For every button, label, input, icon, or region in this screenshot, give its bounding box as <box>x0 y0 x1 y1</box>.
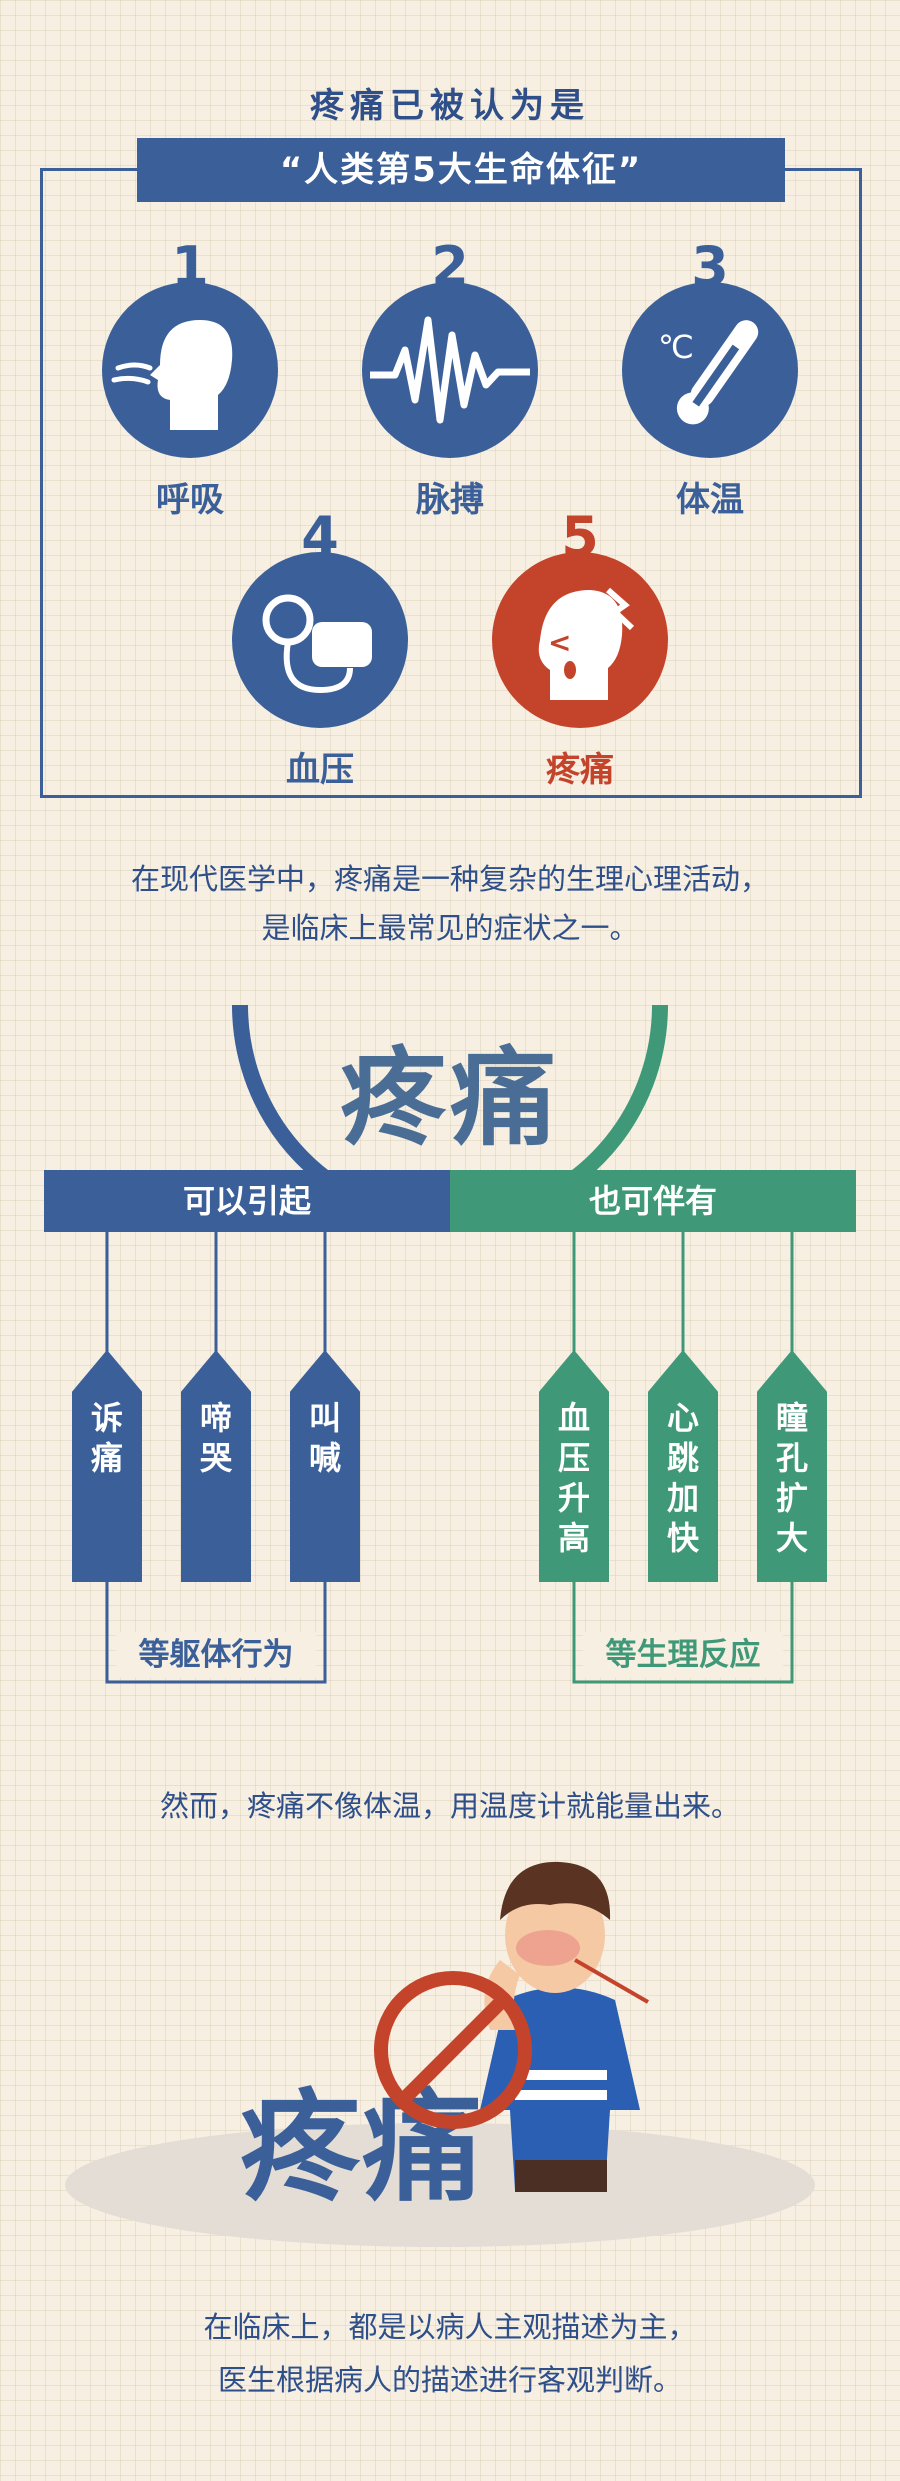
tag-text: 叫喊 <box>308 1399 341 1477</box>
vital-label: 血压 <box>286 750 354 790</box>
intro-line-2: 是临床上最常见的症状之一。 <box>261 911 639 945</box>
svg-text:℃: ℃ <box>658 328 694 366</box>
pulse-wave-icon <box>362 282 538 458</box>
vital-temperature: 3 ℃ 体温 <box>610 240 810 521</box>
vital-pain: 5 < 疼痛 <box>480 510 680 791</box>
tag-heart-rate: 心跳加快 <box>648 1350 718 1582</box>
vital-label: 脉搏 <box>416 480 484 520</box>
right-footer: 等生理反应 <box>583 1632 783 1678</box>
vital-breathing: 1 呼吸 <box>90 240 290 521</box>
tag-pupil-dilation: 瞳孔扩大 <box>757 1350 827 1582</box>
svg-text:<: < <box>548 626 571 659</box>
tag-bp-rise: 血压升高 <box>539 1350 609 1582</box>
vital-label: 体温 <box>676 480 744 520</box>
tag-shouting: 叫喊 <box>290 1350 360 1582</box>
thermometer-line: 然而，疼痛不像体温，用温度计就能量出来。 <box>159 1789 740 1823</box>
tag-crying: 啼哭 <box>181 1350 251 1582</box>
tag-text: 心跳加快 <box>666 1399 699 1557</box>
vital-pulse: 2 脉搏 <box>350 240 550 521</box>
vital-label: 疼痛 <box>546 750 614 790</box>
tag-text: 诉痛 <box>90 1399 123 1477</box>
clinic-line-2: 医生根据病人的描述进行客观判断。 <box>217 2363 682 2397</box>
vitals-banner: “人类第5大生命体征” <box>137 138 785 202</box>
intro-line-1: 在现代医学中，疼痛是一种复杂的生理心理活动， <box>130 862 769 896</box>
tag-complain-pain: 诉痛 <box>72 1350 142 1582</box>
tag-text: 血压升高 <box>557 1399 590 1557</box>
breathing-head-icon <box>102 282 278 458</box>
bottom-pain-word: 疼痛 <box>240 2079 484 2218</box>
right-header: 也可伴有 <box>450 1170 856 1232</box>
left-footer: 等躯体行为 <box>116 1632 316 1678</box>
tag-text: 瞳孔扩大 <box>775 1399 808 1557</box>
tag-text: 啼哭 <box>199 1399 232 1477</box>
prohibition-icon <box>374 1971 532 2129</box>
thermometer-icon: ℃ <box>622 282 798 458</box>
blood-pressure-cuff-icon <box>232 552 408 728</box>
vital-label: 呼吸 <box>156 480 224 520</box>
vital-blood-pressure: 4 血压 <box>220 510 420 791</box>
pain-head-icon: < <box>492 552 668 728</box>
clinic-line-1: 在临床上，都是以病人主观描述为主， <box>203 2310 697 2344</box>
left-header: 可以引起 <box>44 1170 450 1232</box>
section-title: 疼痛已被认为是 <box>310 86 590 126</box>
pain-center-word: 疼痛 <box>340 1037 560 1160</box>
